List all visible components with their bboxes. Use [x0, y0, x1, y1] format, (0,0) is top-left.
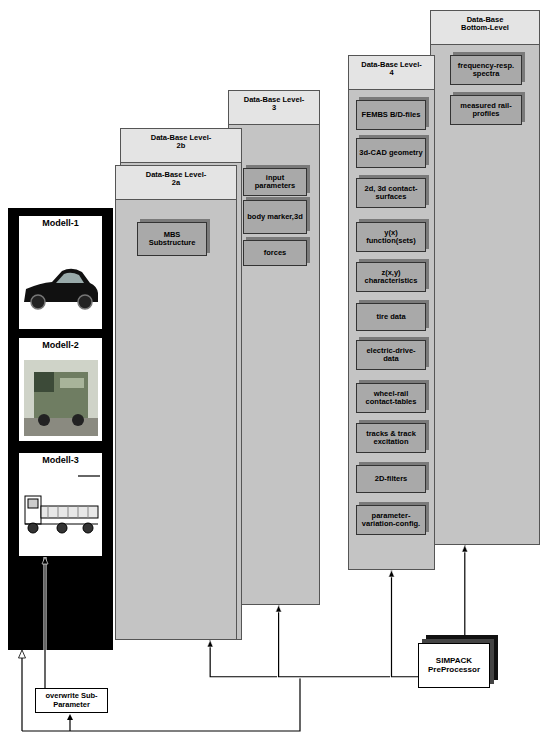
box-label: y(x) function(sets) — [359, 229, 423, 246]
data-box: 2D-filters — [356, 465, 426, 493]
box-label: 3d-CAD geometry — [359, 149, 423, 157]
arrow-head — [67, 714, 73, 720]
data-box: FEMBS B/D-files — [356, 100, 426, 130]
database-panel: Data-Base Level-2aMBS Substructure — [115, 165, 237, 640]
box-label: wheel-rail contact-tables — [359, 390, 423, 407]
model-ground — [18, 215, 103, 330]
data-box: wheel-rail contact-tables — [356, 383, 426, 413]
data-box: z(x,y) characteristics — [356, 262, 426, 292]
data-box: 2d, 3d contact-surfaces — [356, 178, 426, 208]
arrow-head — [19, 650, 26, 658]
panel-heading: Data-Base Bottom-Level — [454, 16, 516, 33]
box-label: SIMPACK PreProcessor — [421, 657, 487, 675]
data-box: measured rail-profiles — [450, 95, 522, 125]
box-label: input parameters — [246, 174, 304, 191]
data-box: frequency-resp. spectra — [450, 55, 522, 85]
model-box: Modell-2 — [18, 337, 103, 442]
data-box: y(x) function(sets) — [356, 222, 426, 252]
model-name: Modell-2 — [19, 338, 102, 351]
input-box: overwrite Sub-Parameter — [35, 688, 108, 713]
connector — [389, 570, 419, 677]
model-box: Modell-1 — [18, 215, 103, 330]
box-label: measured rail-profiles — [453, 102, 519, 119]
connector — [462, 545, 468, 643]
box-label: body marker,3d — [246, 213, 304, 221]
model-panel — [8, 208, 113, 650]
data-box: electric-drive-data — [356, 340, 426, 370]
box-label: 2D-filters — [359, 475, 423, 483]
truck-drawing — [25, 476, 100, 533]
box-label: forces — [246, 249, 304, 257]
car-picture — [24, 269, 98, 309]
data-box: MBS Substructure — [137, 222, 207, 256]
panel-heading: Data-Base Level-2a — [145, 171, 207, 188]
preprocessor-box: SIMPACK PreProcessor — [418, 643, 490, 688]
box-label: frequency-resp. spectra — [453, 62, 519, 79]
model-ground — [18, 337, 103, 442]
data-box: tracks & track excitation — [356, 423, 426, 453]
box-label: z(x,y) characteristics — [359, 269, 423, 286]
database-panel: Data-Base Level-4FEMBS B/D-files 3d-CAD g… — [348, 55, 435, 570]
database-panel: Data-Base Bottom-Level frequency-resp. sp… — [430, 10, 540, 545]
data-box: 3d-CAD geometry — [356, 138, 426, 168]
panel-heading: Data-Base Level-2b — [150, 134, 212, 151]
model-name: Modell-3 — [19, 453, 102, 466]
box-label: MBS Substructure — [140, 231, 204, 248]
box-label: overwrite Sub-Parameter — [38, 692, 105, 709]
panel-heading: Data-Base Level-3 — [243, 96, 305, 113]
box-label: parameter-variation-config. — [359, 512, 423, 529]
box-label: FEMBS B/D-files — [359, 111, 423, 119]
box-label: 2d, 3d contact-surfaces — [359, 185, 423, 202]
signal-wire — [22, 656, 300, 731]
vehicle-photo — [24, 360, 98, 436]
box-label: tracks & track excitation — [359, 430, 423, 447]
connector — [276, 605, 418, 677]
data-box: forces — [243, 240, 307, 266]
data-box: tire data — [356, 303, 426, 331]
data-box: input parameters — [243, 168, 307, 196]
data-box: body marker,3d — [243, 200, 307, 234]
box-label: tire data — [359, 313, 423, 321]
model-box: Modell-3 — [18, 452, 103, 557]
model-name: Modell-1 — [19, 216, 102, 229]
box-label: electric-drive-data — [359, 347, 423, 364]
connector — [207, 640, 418, 677]
panel-heading: Data-Base Level-4 — [361, 61, 423, 78]
model-ground — [18, 452, 103, 557]
data-box: parameter-variation-config. — [356, 505, 426, 535]
connector — [42, 557, 48, 688]
